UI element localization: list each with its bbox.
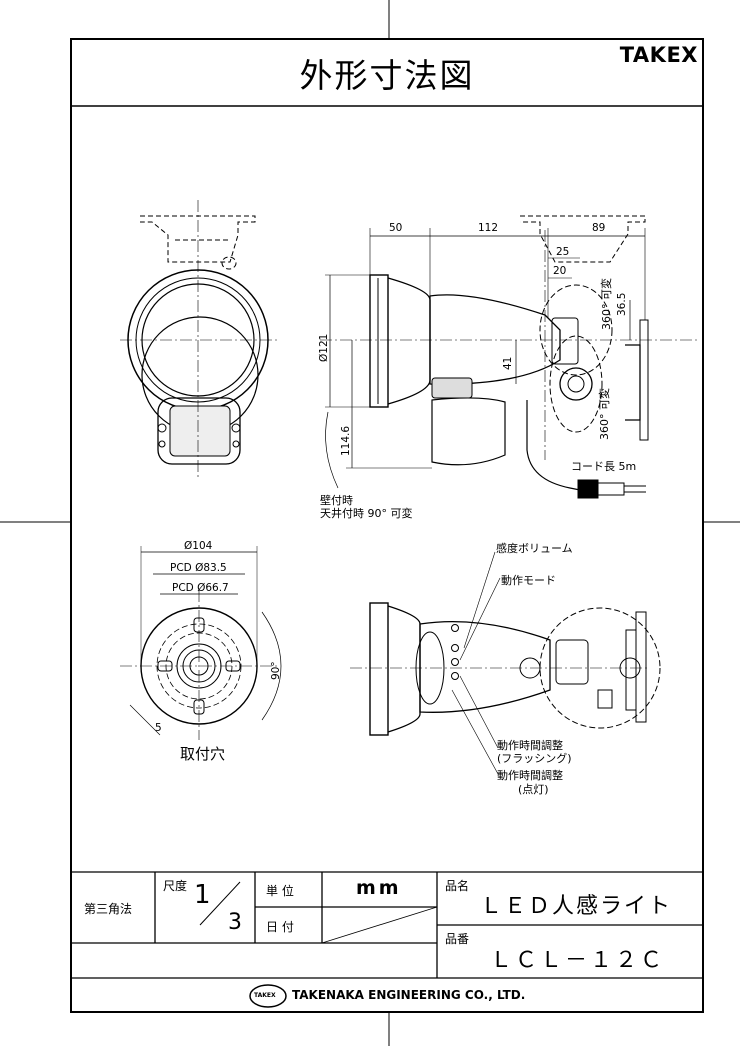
note-time-flash-1: 動作時間調整: [497, 739, 563, 752]
dim-25: 25: [556, 246, 570, 258]
part-number: ＬＣＬ－１２Ｃ: [490, 948, 666, 973]
product-name-label: 品名: [445, 879, 470, 893]
scale-denominator: 3: [228, 910, 242, 935]
dim-41: 41: [502, 356, 514, 370]
scale-label: 尺度: [163, 879, 188, 893]
note-time-flash-2: (フラッシング): [497, 752, 572, 765]
title-block: [70, 871, 704, 979]
page-title: 外形寸法図: [299, 56, 475, 95]
note-time-light-2: (点灯): [518, 783, 549, 796]
dim-dia104: Ø104: [184, 540, 213, 552]
unit-value: mm: [356, 877, 402, 899]
date-label: 日 付: [266, 920, 294, 934]
mount-holes-view: [120, 546, 282, 740]
side-view: [320, 215, 700, 499]
dim-dia121: Ø121: [318, 333, 330, 362]
dim-114-6: 114.6: [340, 425, 352, 456]
note-mode: 動作モード: [501, 574, 556, 587]
dim-pcd83-5: PCD Ø83.5: [170, 562, 227, 574]
note-time-light-1: 動作時間調整: [497, 769, 563, 782]
dim-5: 5: [155, 722, 162, 734]
dim-89: 89: [592, 222, 606, 234]
front-view: [120, 200, 278, 478]
rear-view: [350, 551, 661, 775]
company-logo-text: TAKEX: [254, 992, 276, 999]
dim-112: 112: [478, 222, 499, 234]
company-name: TAKENAKA ENGINEERING CO., LTD.: [292, 988, 526, 1002]
company-logo: [249, 984, 287, 1008]
note-rotate-360-bottom: 360° 可変: [598, 388, 611, 440]
dim-50: 50: [389, 222, 403, 234]
note-sensitivity: 感度ボリューム: [496, 542, 573, 555]
note-mount-holes: 取付穴: [180, 745, 226, 763]
product-name: ＬＥＤ人感ライト: [480, 894, 673, 919]
note-rotate-360-top: 360° 可変: [600, 278, 613, 330]
unit-label: 単 位: [266, 884, 294, 898]
dim-36-5: 36.5: [616, 292, 628, 316]
dim-20: 20: [553, 265, 567, 277]
drawing-frame: [70, 38, 704, 1013]
dim-pcd66-7: PCD Ø66.7: [172, 582, 229, 594]
brand-logo: TAKEX: [619, 43, 698, 67]
part-number-label: 品番: [445, 932, 470, 946]
scale-numerator: 1: [194, 880, 211, 910]
dim-90deg: 90°: [270, 661, 282, 680]
projection-label: 第三角法: [84, 902, 133, 916]
note-mount-line1: 壁付時: [320, 494, 353, 507]
note-cord-length: コード長 5m: [571, 460, 637, 473]
note-mount-line2: 天井付時 90° 可変: [320, 507, 413, 520]
